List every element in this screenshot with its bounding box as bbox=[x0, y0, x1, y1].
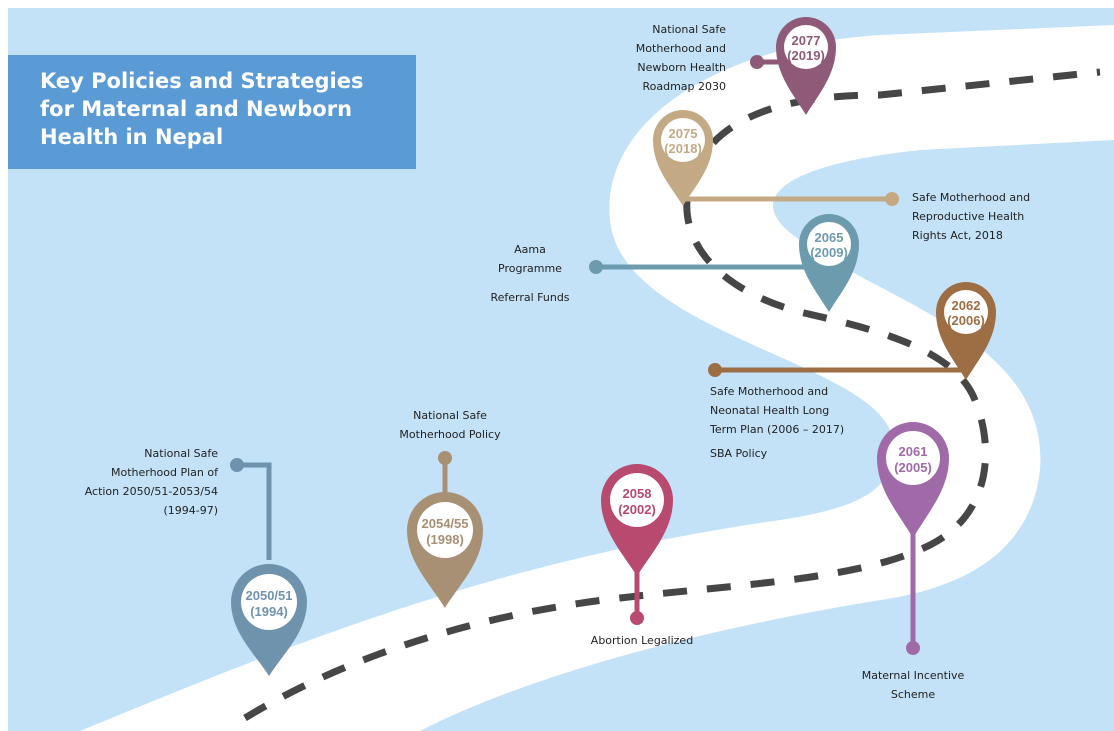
pin-year-bs: 2054/55 bbox=[422, 516, 469, 531]
label-line: Newborn Health bbox=[637, 61, 726, 74]
label-2050-51: National Safe Motherhood Plan of Action … bbox=[40, 444, 218, 520]
label-2054-55: National Safe Motherhood Policy bbox=[370, 406, 530, 444]
connector-dot-2002 bbox=[630, 611, 644, 625]
pin-year-ad: (2018) bbox=[664, 141, 702, 156]
pin-year-bs: 2058 bbox=[623, 486, 652, 501]
label-line: National Safe bbox=[413, 409, 487, 422]
pin-2061: 2061 (2005) bbox=[877, 422, 949, 538]
pin-2077: 2077 (2019) bbox=[776, 17, 836, 115]
label-2061: Maternal Incentive Scheme bbox=[833, 666, 993, 704]
label-line: Safe Motherhood and bbox=[912, 191, 1031, 204]
label-2065: Aama Programme bbox=[480, 240, 580, 278]
pin-year-ad: (2006) bbox=[947, 313, 985, 328]
pin-year-ad: (2009) bbox=[810, 245, 848, 260]
label-line: Term Plan (2006 – 2017) bbox=[710, 423, 845, 436]
pin-2065: 2065 (2009) bbox=[799, 214, 859, 312]
pin-face bbox=[417, 502, 473, 558]
label-2075: Safe Motherhood and Reproductive Health … bbox=[912, 188, 1102, 245]
label-line: Reproductive Health bbox=[912, 210, 1025, 223]
pin-face bbox=[661, 118, 705, 162]
pin-2054-55: 2054/55 (1998) bbox=[407, 492, 483, 608]
connector-dot-2006 bbox=[708, 363, 722, 377]
label-2065-extra: Referral Funds bbox=[470, 288, 590, 307]
pin-year-bs: 2061 bbox=[899, 444, 928, 459]
pin-year-bs: 2075 bbox=[669, 126, 698, 141]
pin-year-bs: 2062 bbox=[952, 298, 981, 313]
pin-face bbox=[610, 473, 664, 527]
connector-dot-2005 bbox=[906, 641, 920, 655]
label-line: Programme bbox=[498, 262, 562, 275]
label-line: National Safe bbox=[144, 447, 218, 460]
pin-year-ad: (2005) bbox=[894, 460, 932, 475]
label-line: Scheme bbox=[890, 688, 936, 701]
label-line: Motherhood Policy bbox=[399, 428, 501, 441]
pin-face bbox=[886, 431, 940, 485]
label-2077: National Safe Motherhood and Newborn Hea… bbox=[576, 20, 726, 96]
pin-face bbox=[784, 25, 828, 69]
connector-dot-2018 bbox=[885, 192, 899, 206]
pin-year-ad: (2019) bbox=[787, 48, 825, 63]
label-line: Roadmap 2030 bbox=[642, 80, 726, 93]
pin-2050-51: 2050/51 (1994) bbox=[231, 564, 307, 676]
connector-dot-1994 bbox=[230, 458, 244, 472]
connector-dot-2009 bbox=[589, 260, 603, 274]
pin-year-ad: (1998) bbox=[426, 532, 464, 547]
label-line: Action 2050/51-2053/54 bbox=[84, 485, 218, 498]
pin-year-bs: 2077 bbox=[792, 33, 821, 48]
pin-2058: 2058 (2002) bbox=[601, 464, 673, 576]
label-line: Referral Funds bbox=[490, 291, 570, 304]
label-line: Safe Motherhood and bbox=[710, 385, 829, 398]
pin-year-ad: (2002) bbox=[618, 502, 656, 517]
pin-year-ad: (1994) bbox=[250, 604, 288, 619]
title-line: Key Policies and Strategies bbox=[40, 69, 364, 93]
label-2062-extra: SBA Policy bbox=[710, 444, 910, 463]
label-line: Maternal Incentive bbox=[861, 669, 965, 682]
label-line: SBA Policy bbox=[710, 447, 768, 460]
pin-2062: 2062 (2006) bbox=[936, 282, 996, 380]
pin-2075: 2075 (2018) bbox=[653, 110, 713, 206]
title-line: Health in Nepal bbox=[40, 125, 224, 149]
pin-year-bs: 2050/51 bbox=[246, 588, 293, 603]
label-line: (1994-97) bbox=[163, 504, 218, 517]
connector-dot-1998 bbox=[438, 451, 452, 465]
pin-face bbox=[241, 574, 297, 630]
page-title: Key Policies and Strategies for Maternal… bbox=[8, 55, 416, 169]
connector-1994 bbox=[237, 462, 272, 560]
label-line: Aama bbox=[514, 243, 546, 256]
label-line: Motherhood Plan of bbox=[110, 466, 218, 479]
title-line: for Maternal and Newborn bbox=[40, 97, 353, 121]
label-line: Motherhood and bbox=[635, 42, 726, 55]
label-line: Neonatal Health Long bbox=[710, 404, 830, 417]
label-2058: Abortion Legalized bbox=[562, 631, 722, 650]
label-line: Abortion Legalized bbox=[590, 634, 694, 647]
pin-year-bs: 2065 bbox=[815, 230, 844, 245]
pin-face bbox=[807, 222, 851, 266]
pin-face bbox=[944, 290, 988, 334]
label-line: Rights Act, 2018 bbox=[912, 229, 1003, 242]
label-2062: Safe Motherhood and Neonatal Health Long… bbox=[710, 382, 910, 439]
connector-dot-2019 bbox=[750, 55, 764, 69]
winding-road bbox=[80, 25, 1114, 731]
label-line: National Safe bbox=[652, 23, 726, 36]
